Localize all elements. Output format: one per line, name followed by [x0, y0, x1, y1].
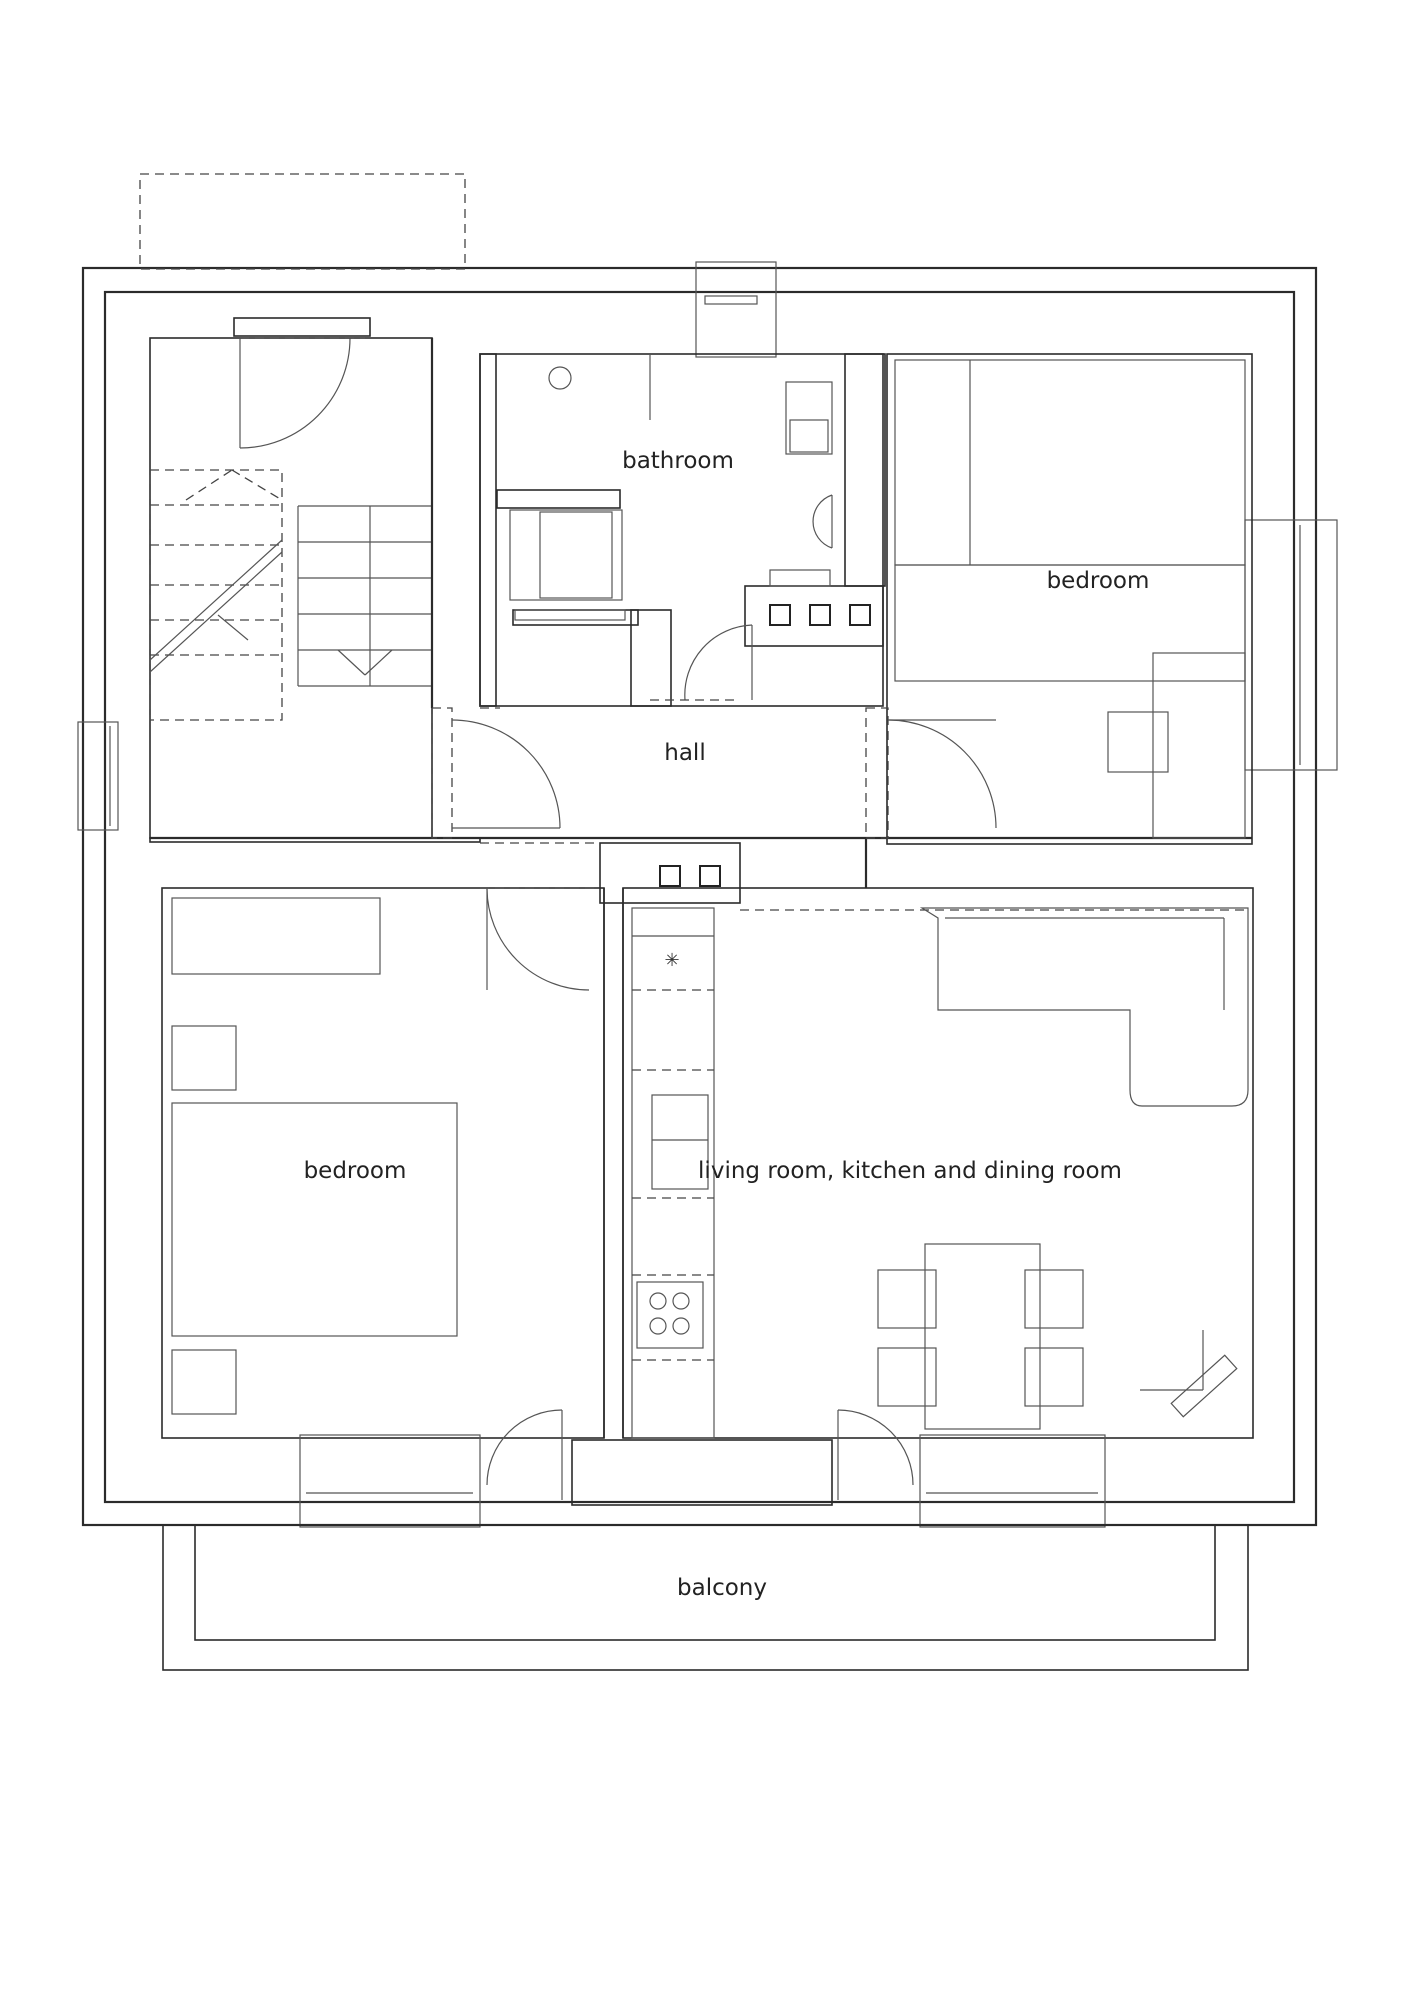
interior-walls [149, 338, 1254, 1506]
living-room-label: living room, kitchen and dining room [698, 1158, 1122, 1184]
kitchen-counter: ✳ [631, 907, 715, 1439]
upper-bedroom-furniture [894, 359, 1246, 839]
lower-bedroom-label: bedroom [304, 1158, 407, 1184]
bathroom-fixtures [509, 354, 871, 626]
hall-label: hall [664, 740, 705, 766]
chimney-squares [659, 865, 721, 887]
balcony-label: balcony [677, 1575, 767, 1601]
right-window [1244, 519, 1338, 771]
skylight-outline [139, 173, 466, 270]
staircase [149, 317, 433, 839]
asterisk-icon: ✳ [664, 950, 679, 971]
sofa [919, 907, 1249, 1107]
top-window [695, 261, 777, 358]
lower-bedroom-furniture [171, 897, 458, 1415]
bathroom-label: bathroom [622, 448, 734, 474]
dining-set [877, 1243, 1084, 1430]
doors [431, 624, 1250, 1500]
upper-bedroom-label: bedroom [1047, 568, 1150, 594]
bottom-windows [299, 1434, 1106, 1528]
stove-corner [1140, 1330, 1238, 1418]
left-window [77, 721, 119, 831]
balcony [162, 1524, 1249, 1671]
